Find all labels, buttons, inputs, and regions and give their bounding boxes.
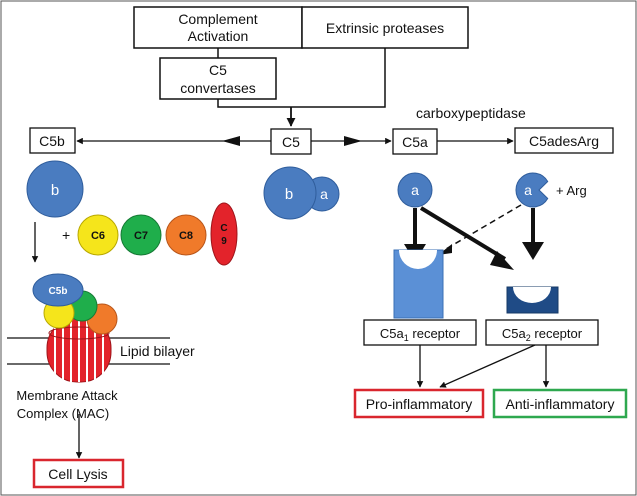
c5adesarg-molecule: a (515, 172, 549, 208)
c5a1-receptor-pocket (399, 250, 437, 269)
extrinsic-connector (291, 48, 386, 108)
c9-label-line2: 9 (221, 236, 227, 247)
c5b-box: C5b (29, 127, 76, 154)
c5a2-receptor-box: C5a2 receptor (485, 319, 599, 346)
complement-activation-box: Complement Activation (133, 6, 303, 49)
plus-sign: + (62, 227, 70, 243)
lipid-bilayer-label: Lipid bilayer (120, 343, 195, 359)
c5-convertases-box: C5 convertases (159, 57, 277, 100)
carboxypeptidase-label: carboxypeptidase (416, 105, 526, 121)
c8-circle: C8 (165, 214, 207, 256)
c5a2-receptor-sub: 2 (526, 333, 531, 343)
c5a1-receptor-post: receptor (409, 326, 461, 341)
c5a1-receptor-sub: 1 (404, 333, 409, 343)
plus-arg-label: + Arg (556, 183, 587, 198)
arrow-head-left-mid (222, 136, 240, 146)
mac-label-line2: Complex (MAC) (17, 406, 109, 421)
c8-label: C8 (179, 230, 193, 242)
pro-inflammatory-label: Pro-inflammatory (366, 396, 473, 412)
desarg-to-c5a1-dashed-arrow (445, 204, 522, 250)
c5a-to-c5a2-arrow-head (490, 251, 514, 270)
arrow-head-right-mid (344, 136, 362, 146)
cell-lysis-box: Cell Lysis (32, 458, 125, 489)
c5a-molecule-label: a (411, 182, 419, 198)
c9-label-line1: C (220, 223, 227, 234)
c5-box: C5 (270, 128, 312, 155)
complement-activation-line1: Complement (178, 11, 257, 27)
c5a-label: C5a (402, 134, 428, 150)
c7-label: C7 (134, 230, 148, 242)
c6-label: C6 (91, 230, 105, 242)
complement-activation-line2: Activation (188, 28, 249, 44)
anti-inflammatory-label: Anti-inflammatory (506, 396, 615, 412)
c5a1-receptor-box: C5a1 receptor (363, 319, 477, 346)
c5adesarg-box: C5adesArg (514, 127, 614, 154)
c5adesarg-label: C5adesArg (529, 133, 599, 149)
c5a2-receptor-label: C5a2 receptor (502, 326, 583, 343)
c5-convertases-line1: C5 (209, 62, 227, 78)
c5a2-receptor-pocket (513, 287, 551, 303)
c5-molecule: b a (263, 166, 340, 220)
c5-molecule-a-label: a (320, 186, 328, 202)
mac-pore (46, 317, 112, 383)
c5a2-to-pro-arrow (439, 344, 536, 388)
mac-complex: C5b (32, 273, 118, 383)
c5adesarg-molecule-label: a (524, 182, 532, 198)
c5a-box: C5a (392, 128, 438, 155)
extrinsic-proteases-box: Extrinsic proteases (301, 6, 469, 49)
c5a2-receptor-post: receptor (531, 326, 583, 341)
mac-c5b-label: C5b (49, 286, 68, 297)
c5a1-receptor-label: C5a1 receptor (380, 326, 461, 343)
c5b-molecule-label: b (51, 182, 59, 199)
pro-inflammatory-box: Pro-inflammatory (353, 388, 485, 419)
c6-circle: C6 (77, 214, 119, 256)
cell-lysis-label: Cell Lysis (48, 466, 107, 482)
mac-c5b: C5b (32, 273, 84, 307)
c5a1-receptor-pre: C5a (380, 326, 405, 341)
desarg-to-c5a2-arrow-head (522, 242, 544, 260)
c7-circle: C7 (120, 214, 162, 256)
c5b-molecule: b (26, 160, 84, 218)
convertase-connector (217, 99, 291, 108)
c5-convertases-line2: convertases (180, 80, 255, 96)
extrinsic-proteases-label: Extrinsic proteases (326, 20, 444, 36)
c5b-label: C5b (39, 133, 65, 149)
c5-molecule-b-label: b (285, 186, 293, 203)
c5a-molecule: a (397, 172, 433, 208)
c9-ellipse: C 9 (210, 202, 238, 266)
c5-label: C5 (282, 134, 300, 150)
mac-label-line1: Membrane Attack (16, 388, 118, 403)
anti-inflammatory-box: Anti-inflammatory (492, 388, 628, 419)
c5a-to-c5a2-arrow-shaft (419, 206, 507, 261)
c5a2-receptor-pre: C5a (502, 326, 527, 341)
